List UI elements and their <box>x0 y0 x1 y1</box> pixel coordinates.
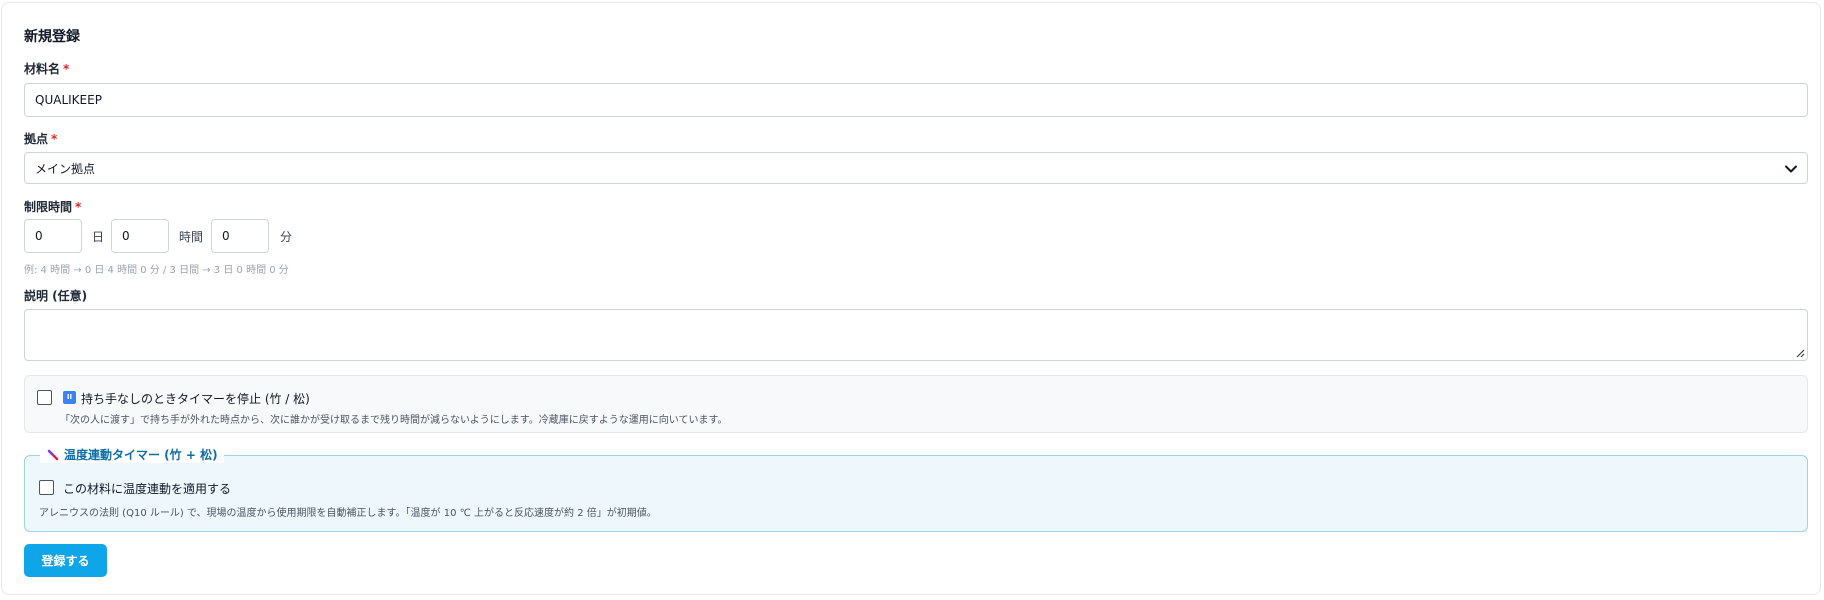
minutes-input[interactable] <box>211 219 269 253</box>
hours-unit: 時間 <box>179 230 204 244</box>
pause-timer-description: 「次の人に渡す」で持ち手が外れた時点から、次に誰かが受け取るまで残り時間が減らな… <box>60 415 728 426</box>
hours-input[interactable] <box>111 219 169 253</box>
submit-button[interactable]: 登録する <box>24 544 107 577</box>
temperature-description: アレニウスの法則 (Q10 ルール) で、現場の温度から使用期限を自動補正します… <box>39 508 657 519</box>
pause-timer-panel: II 持ち手なしのときタイマーを停止 (竹 / 松) 「次の人に渡す」で持ち手が… <box>24 375 1808 433</box>
location-select[interactable]: メイン拠点 <box>24 152 1808 184</box>
description-label: 説明 (任意) <box>24 289 88 303</box>
days-input[interactable] <box>24 219 82 253</box>
temperature-legend-text: 温度連動タイマー (竹 + 松) <box>64 448 218 462</box>
location-selected-value: メイン拠点 <box>35 161 96 176</box>
days-unit: 日 <box>92 230 105 244</box>
temperature-panel: この材料に温度連動を適用する アレニウスの法則 (Q10 ルール) で、現場の温… <box>24 455 1808 532</box>
material-name-input[interactable] <box>24 83 1808 117</box>
location-label: 拠点* <box>24 130 57 147</box>
time-limit-label-text: 制限時間 <box>24 200 73 214</box>
required-mark: * <box>51 132 58 146</box>
pause-badge-text: II <box>66 393 73 401</box>
description-textarea[interactable] <box>24 309 1808 361</box>
temperature-legend: 温度連動タイマー (竹 + 松) <box>40 446 224 463</box>
temperature-checkbox-label: この材料に温度連動を適用する <box>63 482 232 496</box>
resize-handle-icon[interactable] <box>1795 348 1805 358</box>
pause-timer-checkbox[interactable] <box>37 390 52 405</box>
time-limit-hint: 例: 4 時間 → 0 日 4 時間 0 分 / 3 日間 → 3 日 0 時間… <box>24 265 289 276</box>
minutes-unit: 分 <box>280 230 293 244</box>
material-name-label: 材料名* <box>24 60 69 77</box>
pause-badge-icon: II <box>63 391 76 404</box>
required-mark: * <box>63 62 70 76</box>
chevron-down-icon <box>1785 165 1797 173</box>
material-name-label-text: 材料名 <box>24 62 61 76</box>
required-mark: * <box>75 200 82 214</box>
location-label-text: 拠点 <box>24 132 49 146</box>
temperature-checkbox[interactable] <box>39 480 54 495</box>
time-limit-label: 制限時間* <box>24 198 81 215</box>
pause-timer-title: 持ち手なしのときタイマーを停止 (竹 / 松) <box>81 392 310 406</box>
form-title: 新規登録 <box>24 29 80 45</box>
thermometer-icon <box>47 449 59 460</box>
